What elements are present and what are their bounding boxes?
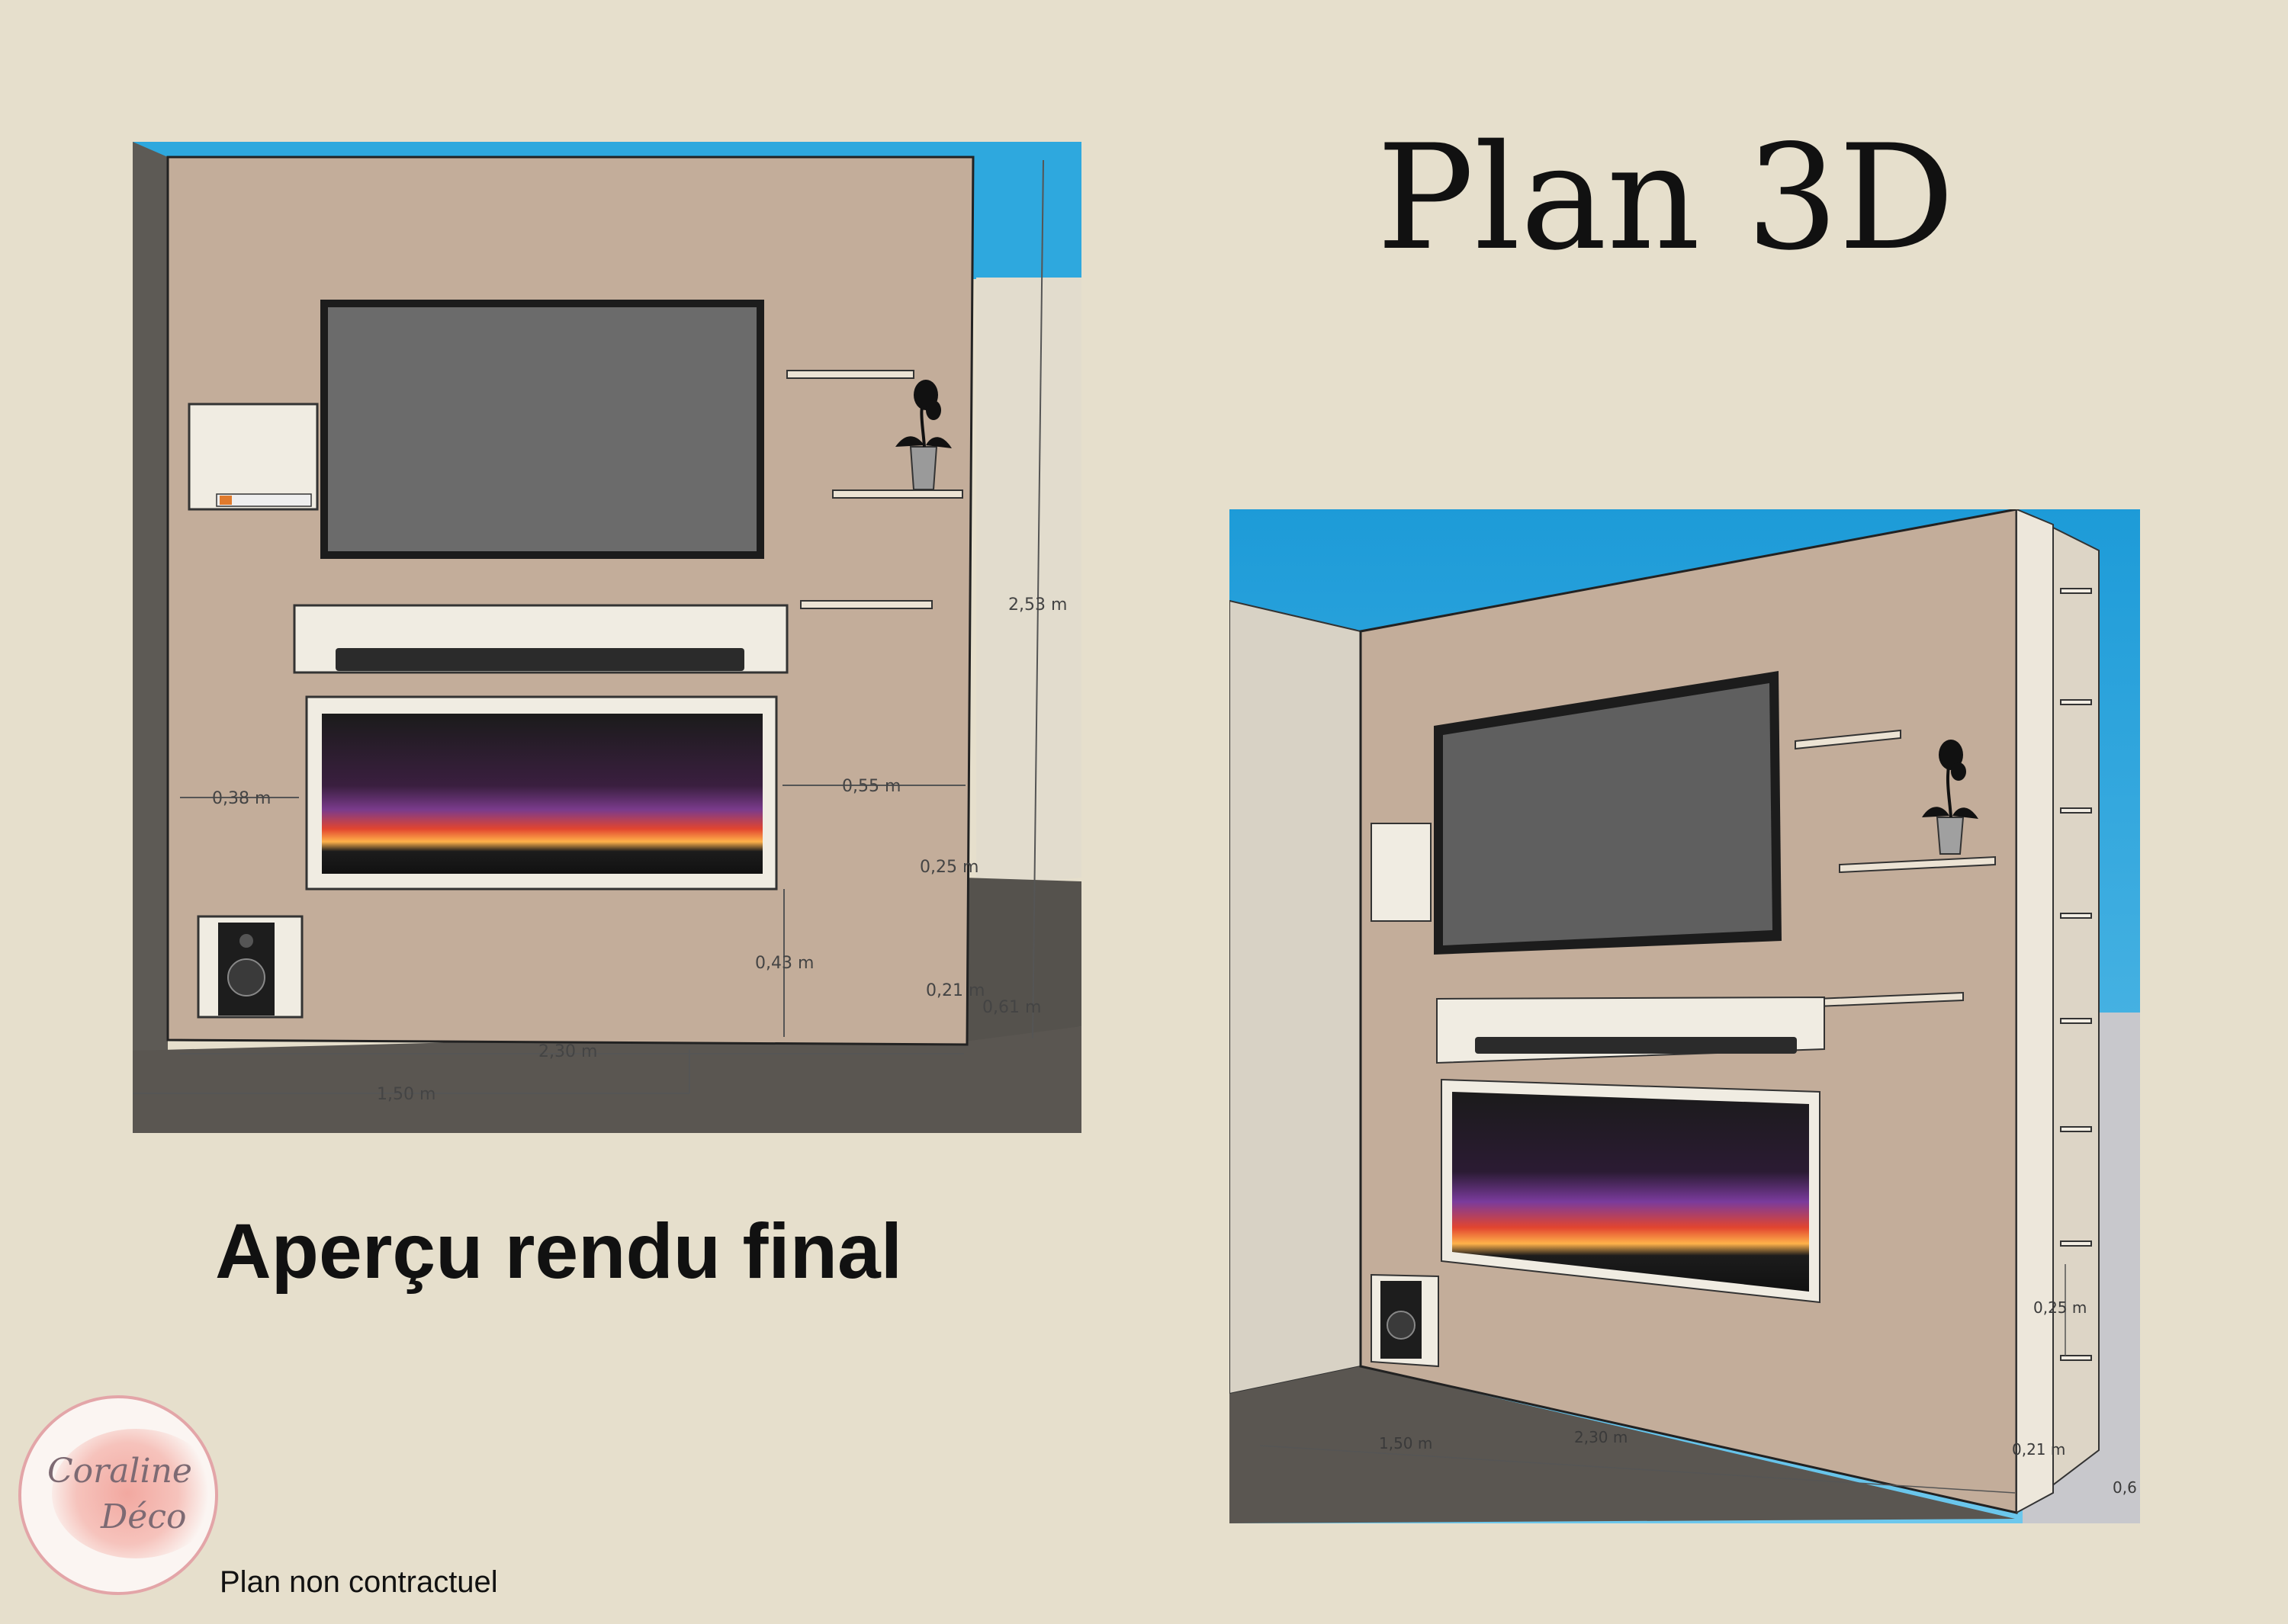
dim-floor-width: 1,50 m xyxy=(377,1085,435,1104)
dim-floor-width: 1,50 m xyxy=(1379,1434,1432,1452)
logo-line-2: Déco xyxy=(101,1497,187,1536)
dim-width-total: 2,30 m xyxy=(1574,1428,1628,1446)
logo-watercolor xyxy=(52,1429,215,1558)
speaker-icon xyxy=(1380,1281,1422,1359)
left-niche xyxy=(1371,823,1432,922)
brand-logo: Coraline Déco xyxy=(18,1395,218,1595)
floating-shelf-2 xyxy=(832,489,963,499)
logo-line-1: Coraline xyxy=(47,1452,192,1491)
perspective-view-render: 0,25 m 1,50 m 2,30 m 0,21 m 0,6 xyxy=(1229,509,2140,1523)
dim-side: 0,61 m xyxy=(982,998,1041,1017)
dim-fireplace-floor: 0,43 m xyxy=(755,954,814,973)
left-niche xyxy=(188,403,319,511)
floating-shelf-3 xyxy=(800,600,933,609)
dim-small: 0,21 m xyxy=(2012,1440,2065,1459)
dim-shelf-gap: 0,25 m xyxy=(2033,1298,2087,1317)
left-side-wall xyxy=(1229,599,1361,1395)
disclaimer-text: Plan non contractuel xyxy=(220,1565,498,1599)
dim-left-margin: 0,38 m xyxy=(212,789,271,808)
flame-icon xyxy=(1452,1092,1809,1292)
tv-screen xyxy=(328,307,757,551)
dim-side: 0,6 xyxy=(2113,1478,2137,1497)
soundbar xyxy=(1475,1037,1797,1054)
background-wall xyxy=(976,278,1081,889)
dim-height-total: 2,53 m xyxy=(1008,595,1067,615)
soundbar xyxy=(336,648,744,671)
dim-small: 0,21 m xyxy=(926,981,985,1000)
dim-right-margin: 0,55 m xyxy=(842,777,901,796)
floating-shelf-1 xyxy=(786,370,914,379)
plant-icon xyxy=(895,380,952,490)
floating-shelf-2 xyxy=(1839,855,1996,874)
tv-screen xyxy=(1443,683,1772,945)
left-side-wall xyxy=(133,142,168,1087)
dim-shelf-gap: 0,25 m xyxy=(920,858,979,877)
front-view-render: 2,53 m 0,38 m 0,55 m 0,25 m 0,43 m 0,21 … xyxy=(133,142,1081,1133)
speaker-icon xyxy=(218,923,275,1016)
plant-icon xyxy=(1922,740,1978,855)
floor xyxy=(1229,1366,2015,1523)
floating-shelf-1 xyxy=(1795,729,1901,750)
dim-width-total: 2,30 m xyxy=(538,1042,597,1061)
flame-icon xyxy=(322,714,763,874)
page-title: Plan 3D xyxy=(1377,114,1955,282)
render-caption: Aperçu rendu final xyxy=(215,1208,903,1295)
